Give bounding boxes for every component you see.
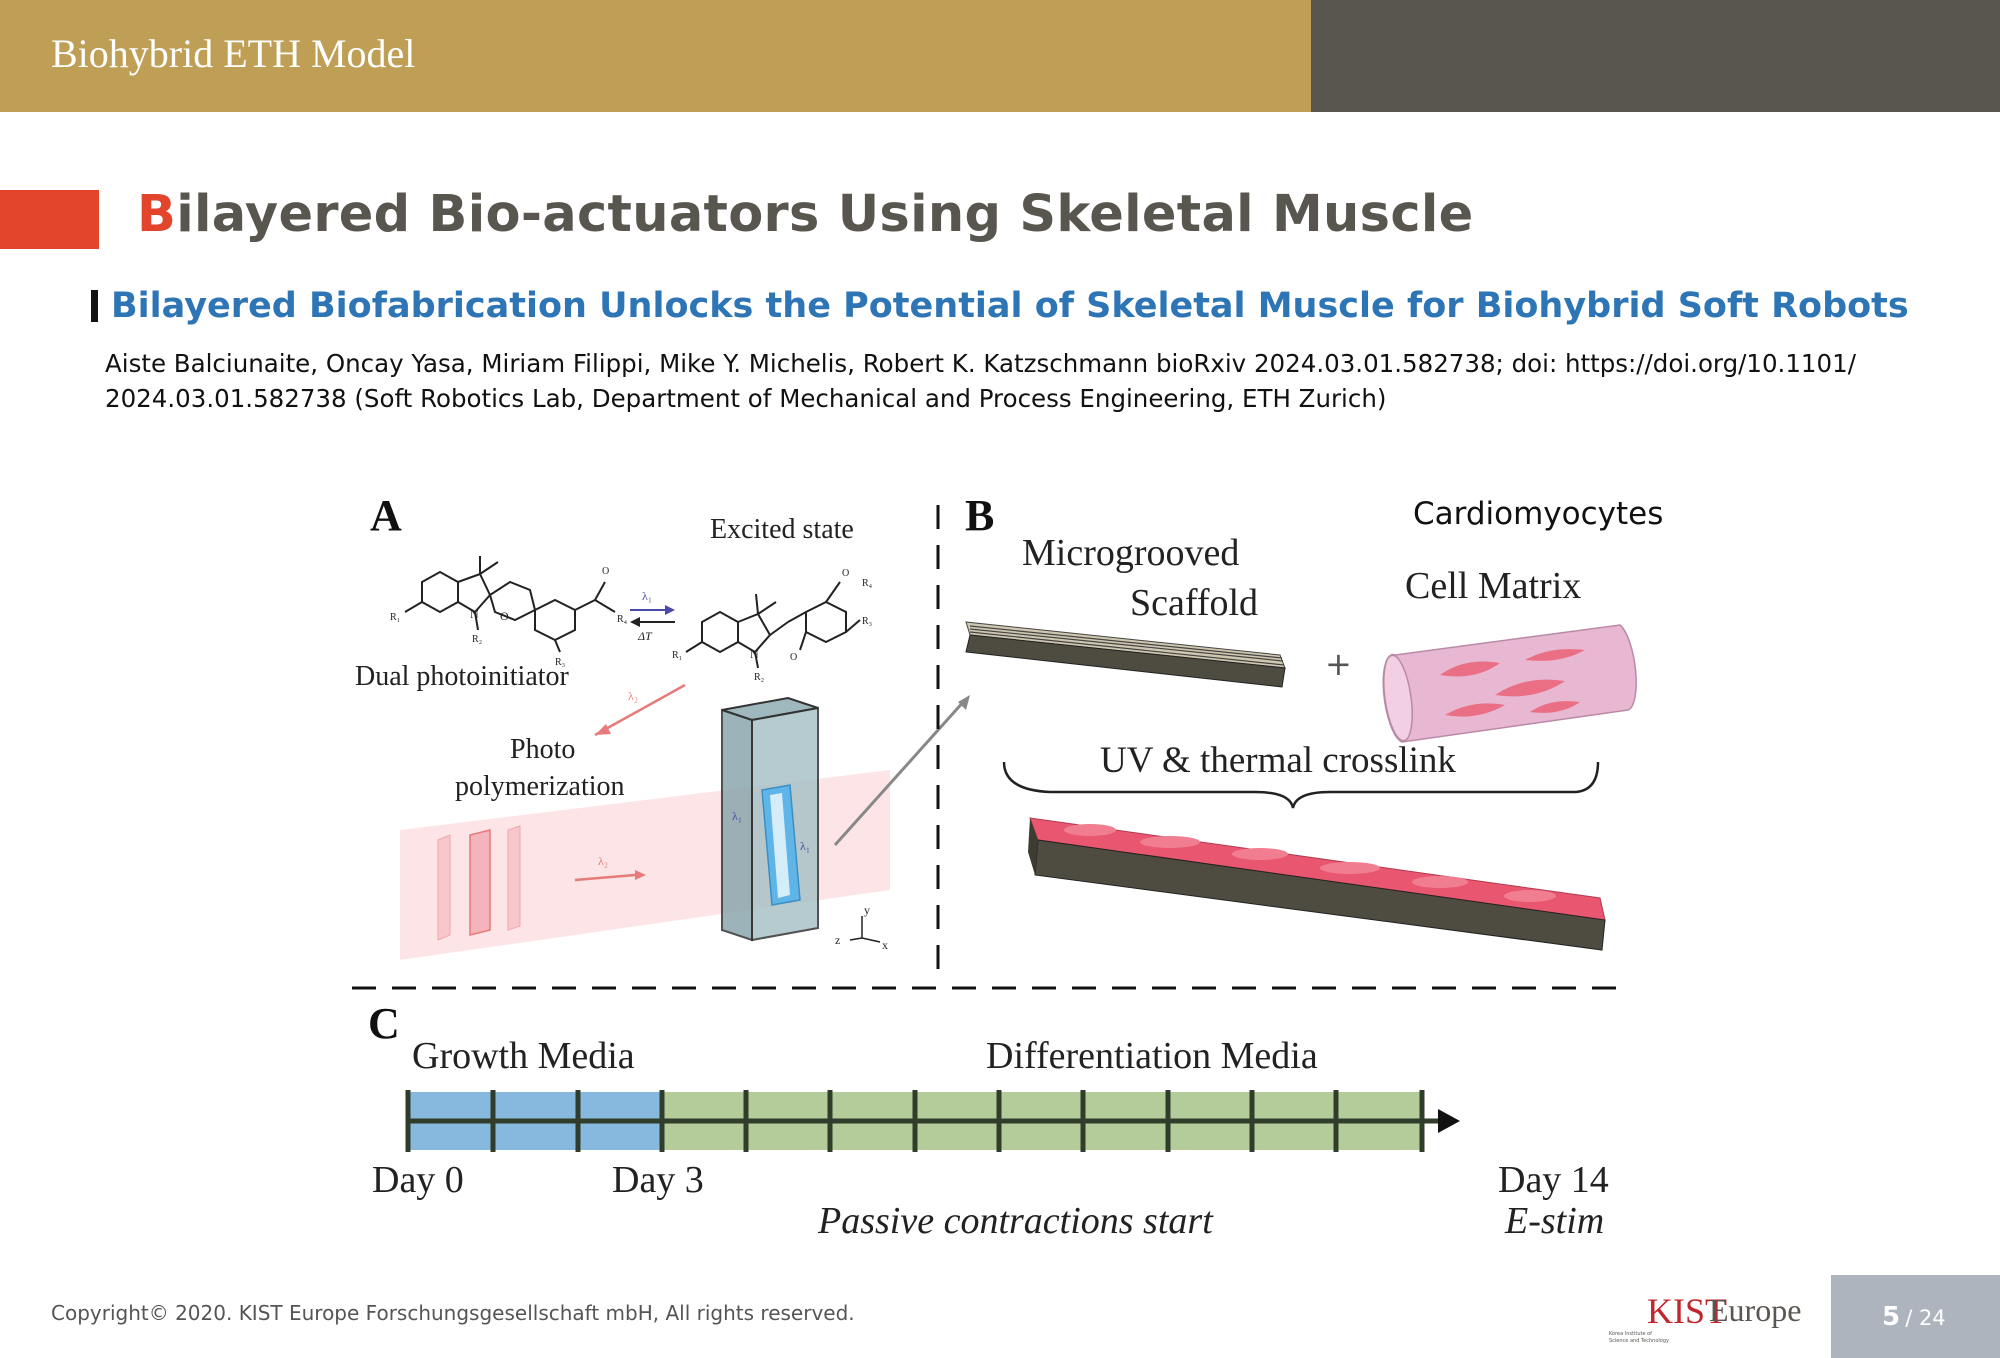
dual-photoinitiator-label: Dual photoinitiator	[355, 661, 570, 692]
subtitle-marker	[91, 290, 98, 322]
estim-label: E-stim	[1504, 1200, 1604, 1242]
equilibrium-arrows	[630, 605, 675, 627]
r1-label-2: R₁	[672, 650, 682, 661]
cuvette	[721, 696, 819, 942]
transfer-arrow	[833, 698, 967, 847]
r4-label-2: R₄	[862, 578, 873, 589]
scaffold-label: Scaffold	[1130, 582, 1258, 624]
page-indicator-box	[1831, 1275, 2000, 1358]
o-carbonyl-label: O	[602, 566, 609, 577]
o-atom-label: O	[500, 609, 509, 623]
merocyanine-molecule	[685, 581, 861, 669]
differentiation-media-label: Differentiation Media	[986, 1035, 1318, 1077]
plus-sign: +	[1325, 645, 1352, 683]
logo-small-1: Korea Institute of	[1609, 1331, 1652, 1337]
page-indicator: 5 / 24	[1882, 1302, 1946, 1332]
lambda2-arrow	[594, 683, 686, 737]
optics-elements	[437, 825, 521, 941]
n-atom-label: N	[470, 607, 479, 621]
passive-contractions-label: Passive contractions start	[817, 1200, 1214, 1242]
day0-label: Day 0	[372, 1159, 464, 1201]
microgrooved-label: Microgrooved	[1022, 532, 1239, 574]
slide-title-rest: ilayered Bio-actuators Using Skeletal Mu…	[176, 185, 1474, 244]
timeline	[405, 1090, 1460, 1152]
polymerization-label: polymerization	[455, 771, 625, 802]
lambda1-cuvette-label-2: λ₁	[800, 839, 810, 853]
citation: Aiste Balciunaite, Oncay Yasa, Miriam Fi…	[105, 346, 1865, 416]
cell-matrix-cylinder	[1382, 624, 1637, 743]
axis-x-label: x	[882, 938, 888, 952]
slide-title: Bilayered Bio-actuators Using Skeletal M…	[137, 185, 1474, 244]
slide-title-initial: B	[137, 185, 177, 244]
lambda1-label: λ₁	[642, 589, 652, 603]
transfer-arrowhead	[958, 695, 970, 710]
logo-small-2: Science and Technology	[1609, 1338, 1669, 1344]
lambda2-beam-label: λ₂	[598, 854, 608, 868]
n-plus-label: N	[750, 647, 759, 661]
title-accent-block	[0, 190, 99, 249]
paper-title: Bilayered Biofabrication Unlocks the Pot…	[111, 286, 1909, 326]
logo-text: Europe	[1709, 1292, 1801, 1328]
copyright-text: Copyright© 2020. KIST Europe Forschungsg…	[51, 1301, 855, 1325]
logo-mark: KIST	[1647, 1291, 1727, 1331]
crosslink-brace	[1002, 761, 1600, 809]
lambda2-beam-arrow	[574, 873, 636, 882]
excited-state-label: Excited state	[710, 514, 854, 545]
panel-c-label: C	[368, 999, 400, 1048]
axis-triad	[849, 916, 881, 943]
figure: A Excited state N O R₁ R₂ R₃ O R₄ λ₁ ΔT	[330, 490, 1710, 1250]
day3-label: Day 3	[612, 1159, 704, 1201]
page-total: / 24	[1905, 1306, 1946, 1330]
growth-media-label: Growth Media	[412, 1035, 635, 1077]
citation-line-1: Aiste Balciunaite, Oncay Yasa, Miriam Fi…	[105, 349, 1856, 378]
header-title: Biohybrid ETH Model	[51, 31, 416, 76]
day14-label: Day 14	[1498, 1159, 1609, 1201]
r4-label: R₄	[617, 614, 628, 625]
kist-europe-logo: KIST Europe Korea Institute of Science a…	[1605, 1285, 1805, 1345]
panel-b-label: B	[965, 491, 994, 540]
spiropyran-molecule	[404, 556, 616, 653]
cell-matrix-label: Cell Matrix	[1405, 565, 1581, 607]
r2-label: R₂	[472, 634, 482, 645]
cardiomyocytes-label: Cardiomyocytes	[1413, 496, 1663, 532]
crosslinked-construct	[1028, 817, 1606, 951]
lambda2-beam-arrowhead	[635, 870, 646, 880]
header-bar-gray	[1311, 0, 2000, 112]
o-carbonyl-label-2: O	[842, 568, 849, 579]
axis-y-label: y	[864, 903, 870, 917]
microgrooved-scaffold	[965, 621, 1286, 688]
axis-z-label: z	[835, 933, 840, 947]
r3-label: R₃	[555, 657, 565, 668]
r3-label-2: R₃	[862, 616, 872, 627]
delta-t-label: ΔT	[637, 629, 653, 643]
panel-a-label: A	[370, 491, 402, 540]
lambda1-cuvette-label: λ₁	[732, 809, 742, 823]
r2-label-2: R₂	[754, 672, 764, 683]
page-current: 5	[1882, 1302, 1901, 1332]
lambda2-arrowhead	[595, 724, 611, 735]
r1-label: R₁	[390, 612, 400, 623]
photo-label: Photo	[510, 734, 575, 765]
header-bar-gold	[0, 0, 1311, 112]
citation-line-2: 2024.03.01.582738 (Soft Robotics Lab, De…	[105, 384, 1387, 413]
o-minus-label: O	[790, 652, 797, 663]
crosslink-label: UV & thermal crosslink	[1100, 740, 1456, 781]
lambda2-label: λ₂	[628, 689, 638, 703]
